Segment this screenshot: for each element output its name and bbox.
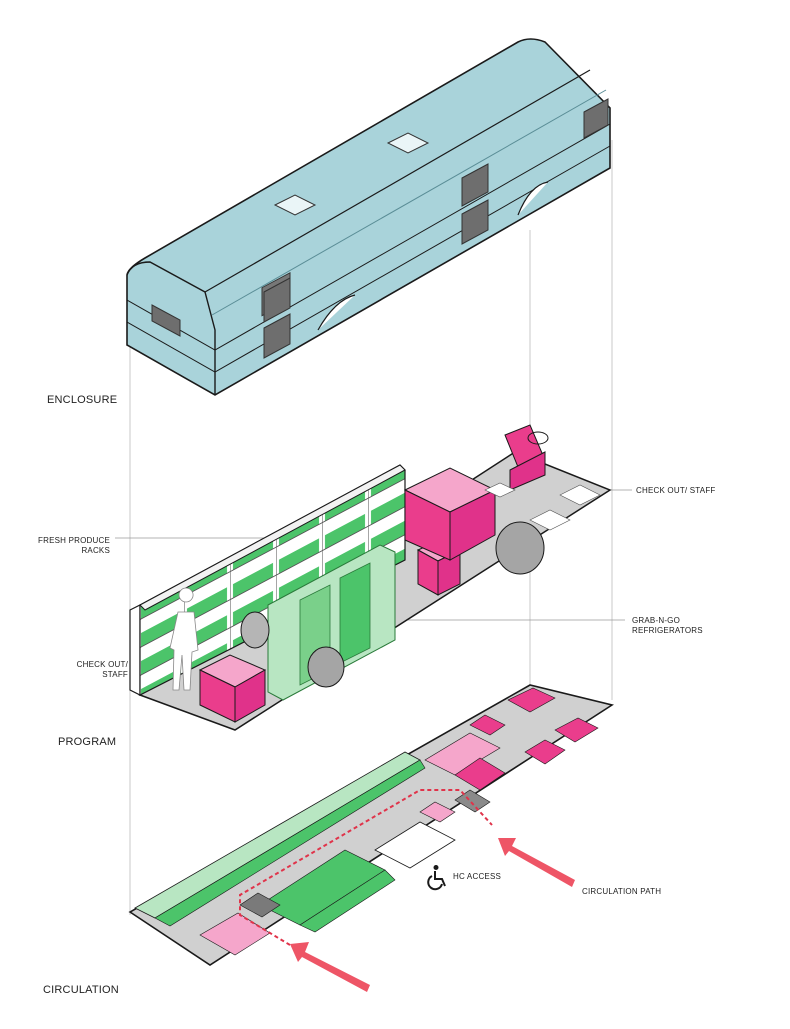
callout-hc-access: HC ACCESS [453, 872, 502, 881]
callout-circulation-path: CIRCULATION PATH [582, 887, 662, 896]
callout-checkout-staff-left-line2: STAFF [102, 670, 128, 679]
entry-arrow-icon [290, 942, 370, 992]
section-label-enclosure: ENCLOSURE [47, 394, 118, 406]
callout-grab-n-go-line1: GRAB-N-GO [632, 616, 681, 625]
callout-checkout-staff-top: CHECK OUT/ STAFF [636, 486, 716, 495]
section-label-program: PROGRAM [58, 736, 117, 748]
section-label-circulation: CIRCULATION [43, 984, 119, 996]
callout-fresh-produce: FRESH PRODUCE RACKS [38, 536, 110, 556]
callout-fresh-produce-line1: FRESH PRODUCE [38, 536, 110, 545]
bus-program [129, 424, 612, 731]
callout-checkout-staff-left: CHECK OUT/ STAFF [77, 660, 128, 680]
callout-grab-n-go-line2: REFRIGERATORS [632, 626, 703, 635]
bus-enclosure [126, 38, 611, 396]
circulation-plan [128, 684, 614, 992]
callout-grab-n-go: GRAB-N-GO REFRIGERATORS [632, 616, 703, 636]
callout-fresh-produce-line2: RACKS [81, 546, 110, 555]
callout-checkout-staff-left-line1: CHECK OUT/ [76, 660, 128, 669]
wheelchair-icon [427, 865, 446, 891]
circulation-arrow-icon [498, 838, 575, 887]
